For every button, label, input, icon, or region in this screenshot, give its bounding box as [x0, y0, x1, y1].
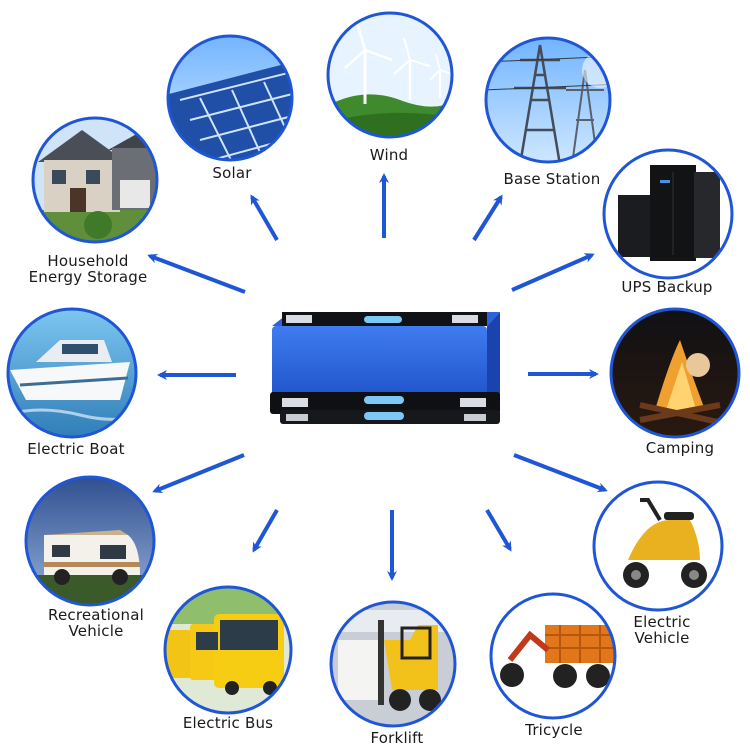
server-cabinet-icon	[602, 148, 734, 280]
label-household-line-2: Energy Storage	[28, 268, 148, 286]
scooter-icon	[592, 480, 724, 612]
label-base-station: Base Station	[492, 171, 612, 187]
label-recreational-vehicle-line-2: Vehicle	[68, 622, 124, 640]
arrow-recreational-vehicle	[152, 453, 245, 494]
label-tricycle: Tricycle	[512, 722, 596, 738]
label-solar-line: Solar	[212, 164, 252, 182]
arrow-electric-vehicle	[513, 453, 608, 493]
label-forklift-line: Forklift	[370, 729, 424, 747]
arrow-ups-backup	[511, 253, 595, 292]
house-icon	[31, 116, 159, 244]
label-forklift: Forklift	[357, 730, 437, 746]
label-wind: Wind	[357, 147, 421, 163]
label-ups-backup: UPS Backup	[612, 279, 722, 295]
boat-icon	[6, 307, 138, 439]
arrow-solar	[250, 194, 279, 242]
arrow-tricycle	[485, 508, 512, 552]
battery-cells-icon	[270, 312, 500, 424]
label-electric-vehicle: Electric Vehicle	[622, 614, 702, 646]
label-tricycle-line: Tricycle	[525, 721, 583, 739]
label-electric-bus: Electric Bus	[170, 715, 286, 731]
forklift-icon	[329, 600, 457, 728]
label-recreational-vehicle: Recreational Vehicle	[36, 607, 156, 639]
label-wind-line: Wind	[369, 146, 409, 164]
campfire-icon	[609, 307, 741, 439]
label-electric-boat-line: Electric Boat	[27, 440, 125, 458]
bus-icon	[163, 585, 293, 715]
camper-van-icon	[24, 475, 156, 607]
label-ups-backup-line: UPS Backup	[621, 278, 713, 296]
label-solar: Solar	[200, 165, 264, 181]
solar-panel-icon	[166, 34, 294, 162]
label-camping-line: Camping	[645, 439, 715, 457]
label-electric-bus-line: Electric Bus	[182, 714, 274, 732]
arrow-base-station	[472, 194, 503, 242]
label-base-station-line: Base Station	[503, 170, 601, 188]
arrows	[147, 173, 608, 581]
label-electric-vehicle-line-2: Vehicle	[634, 629, 690, 647]
wind-turbine-icon	[326, 11, 454, 139]
label-electric-vehicle-line-1: Electric	[633, 613, 691, 631]
label-camping: Camping	[632, 440, 728, 456]
label-household-line-1: Household	[47, 252, 129, 270]
label-recreational-vehicle-line-1: Recreational	[48, 606, 144, 624]
label-household-energy-storage: Household Energy Storage	[18, 253, 158, 285]
cargo-tricycle-icon	[489, 592, 617, 720]
arrow-electric-bus	[252, 509, 279, 553]
arrow-household-energy-storage	[147, 253, 246, 294]
power-tower-icon	[484, 36, 612, 164]
label-electric-boat: Electric Boat	[16, 441, 136, 457]
